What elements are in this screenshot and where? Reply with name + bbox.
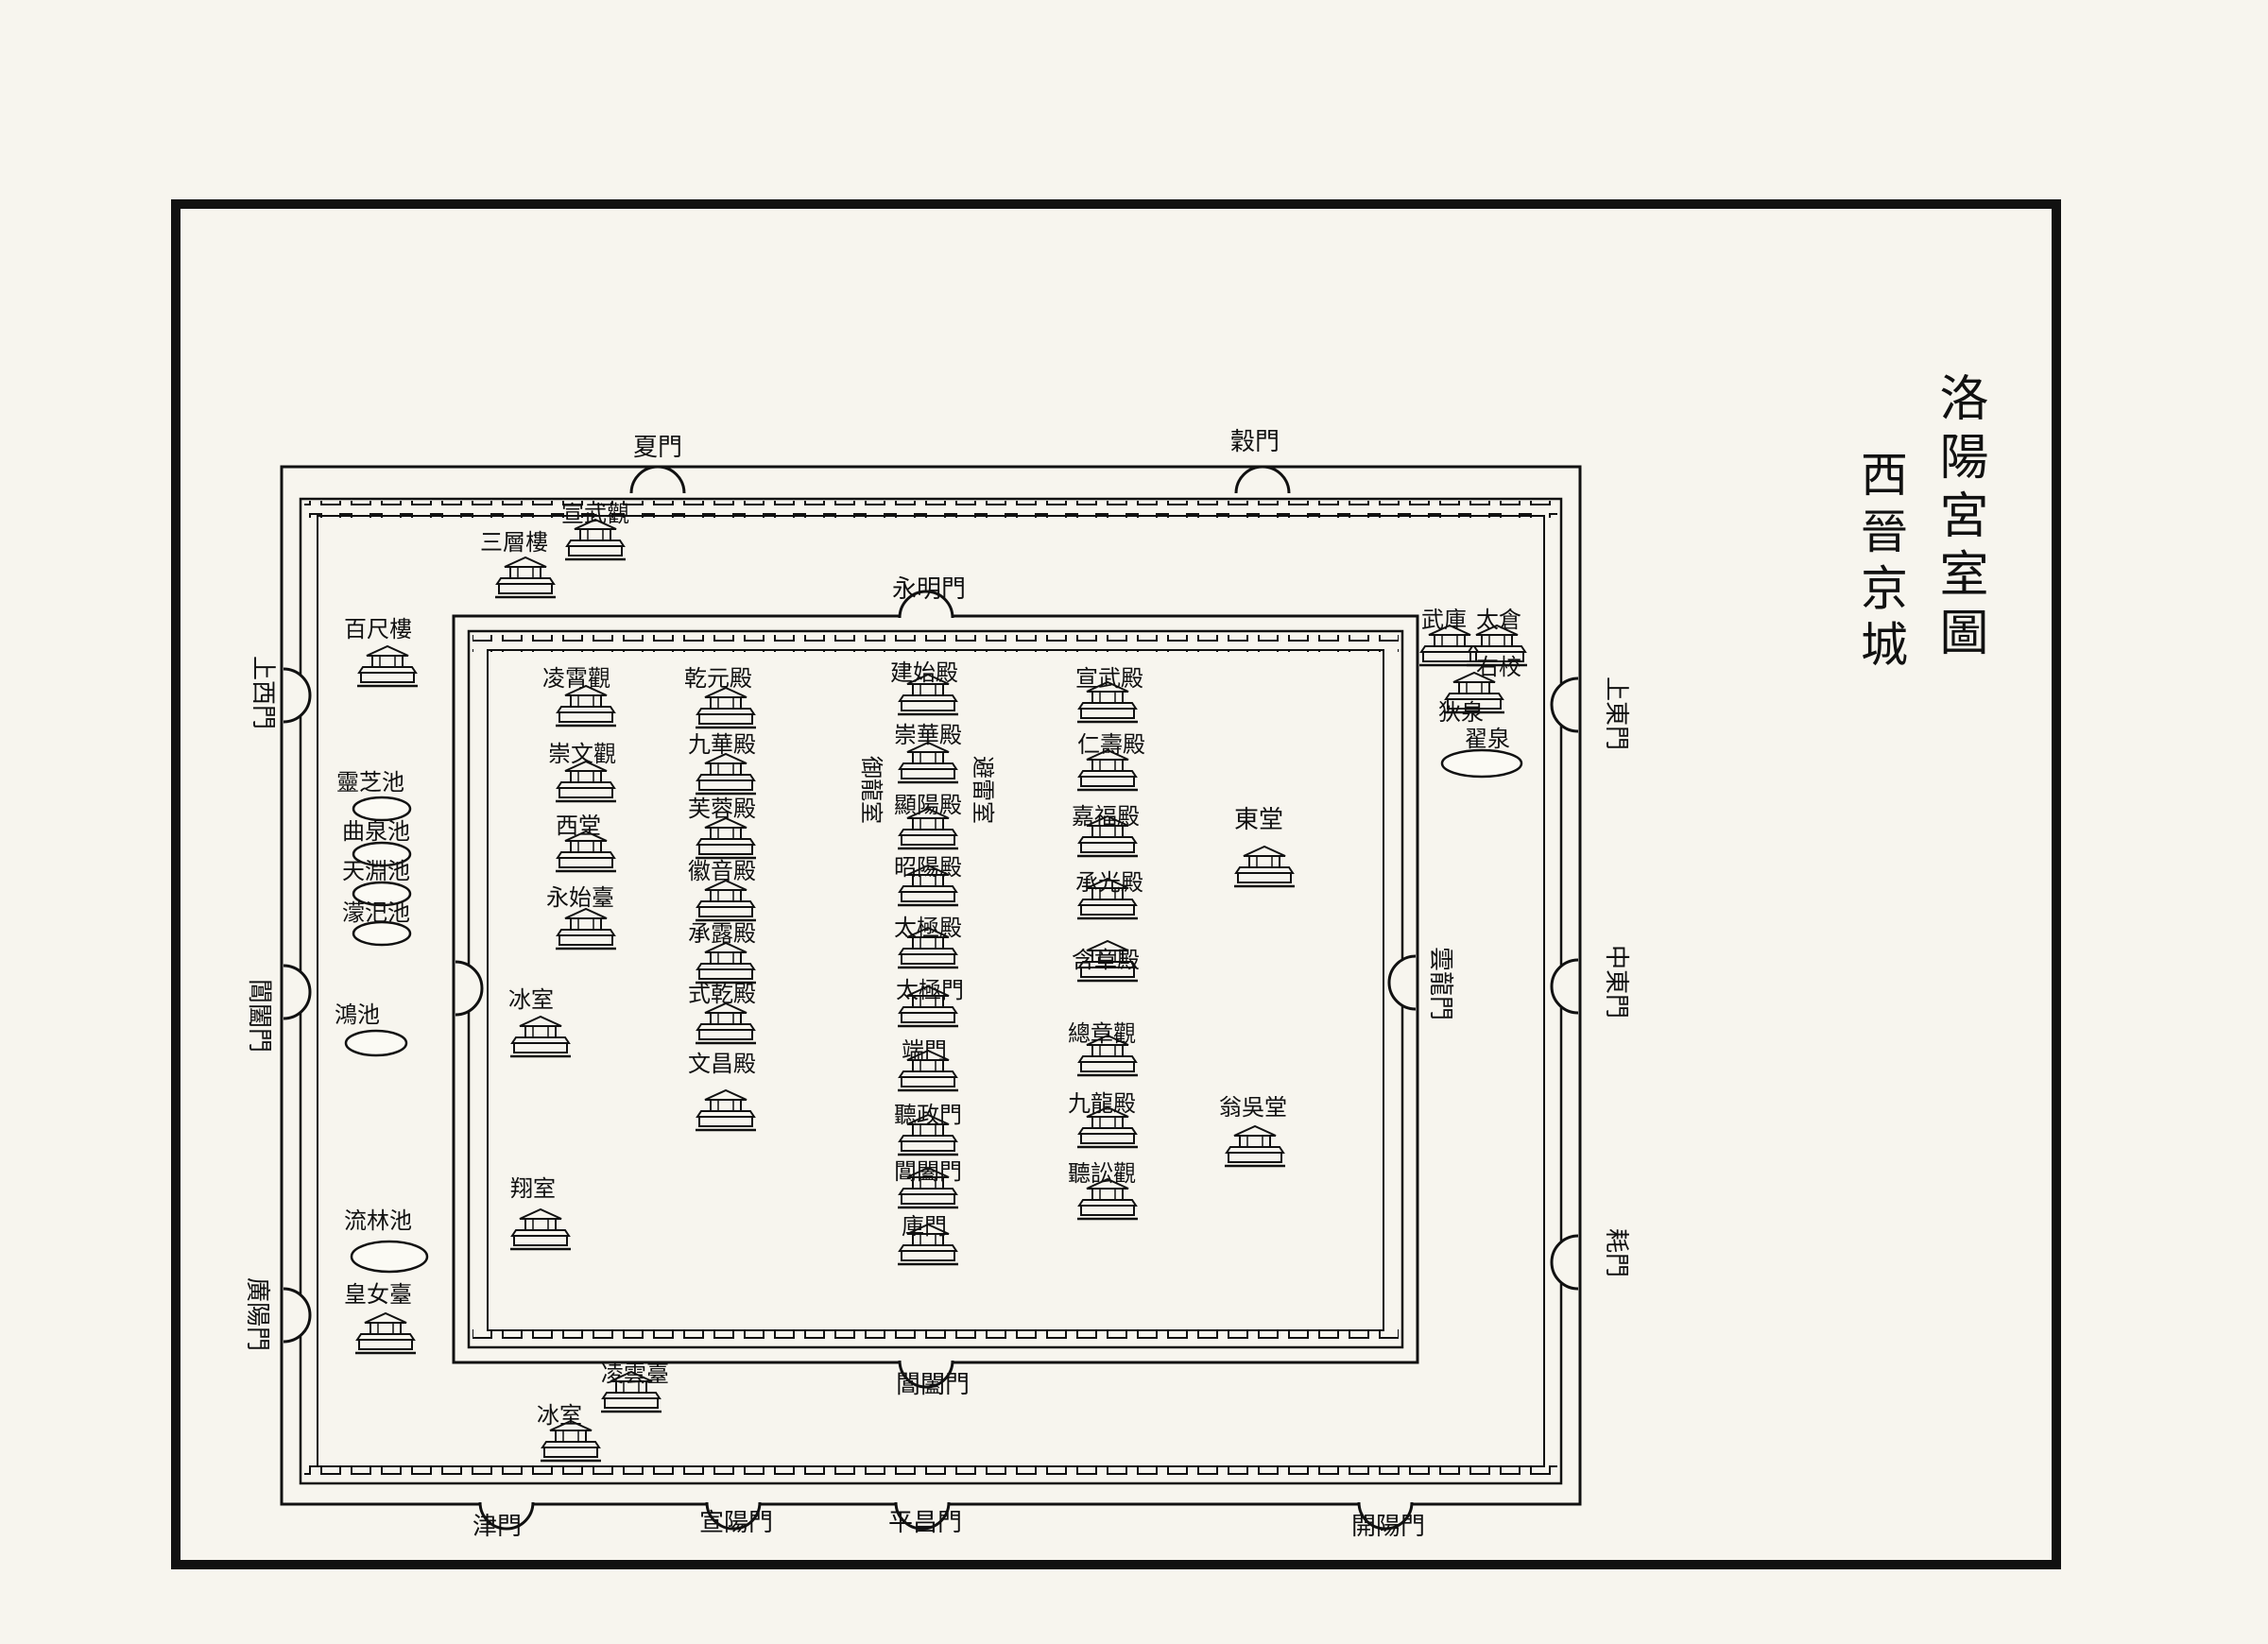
label-hong-chi: 鴻池 <box>335 1002 380 1028</box>
gate-label-gu: 穀門 <box>1230 428 1280 456</box>
palace-gate-yunlong: 雲龍門 <box>1426 947 1454 1020</box>
center-side-labels: 御龍室 避雷室 <box>858 756 996 824</box>
label-tingzheng-men: 聽政門 <box>894 1102 962 1128</box>
palace-gate-changhe: 閶闔門 <box>896 1371 970 1399</box>
label-wuku: 武庫 <box>1421 607 1467 633</box>
ponds <box>344 748 1523 1274</box>
label-taiji-men: 太極門 <box>896 977 964 1003</box>
label-liulin-chi: 流林池 <box>344 1207 412 1234</box>
label-ku-men: 庫門 <box>902 1213 947 1240</box>
label-duan-men: 端門 <box>902 1037 947 1064</box>
gate-label-guangyang: 廣陽門 <box>243 1277 271 1351</box>
label-bilei-shi: 避雷室 <box>970 756 996 824</box>
gate-label-changhe: 閶闔門 <box>245 979 273 1053</box>
gate-label-shangxi: 上西門 <box>249 656 277 729</box>
east-side-labels: 東堂 翁吳堂 <box>1219 806 1287 1121</box>
label-xianyang-dian: 顯陽殿 <box>894 792 962 818</box>
gate-label-hao: 耗門 <box>1602 1228 1630 1277</box>
label-diquan: 狄泉 <box>1438 699 1484 726</box>
label-chongwen-guan: 崇文觀 <box>548 741 616 767</box>
label-ququan-chi: 曲泉池 <box>342 818 410 845</box>
label-sanceng-lou: 三層樓 <box>480 529 548 556</box>
map-subtitle: 西晉京城 <box>1853 450 1908 676</box>
label-xuanwu-dian: 宣武殿 <box>1075 665 1143 692</box>
label-xi-tang: 西堂 <box>556 813 601 839</box>
label-dong-tang: 東堂 <box>1234 806 1283 834</box>
label-baichi-lou: 百尺樓 <box>344 616 412 642</box>
label-changhe-men-inner: 閶闔門 <box>894 1158 962 1185</box>
palace-gate-yongming: 永明門 <box>892 575 966 604</box>
label-chengguang-dian: 承光殿 <box>1075 869 1143 896</box>
gate-label-kaiyang: 開陽門 <box>1351 1513 1425 1541</box>
gate-label-jin: 津門 <box>472 1513 522 1541</box>
gate-label-xia: 夏門 <box>633 434 682 462</box>
pond-labels: 靈芝池 曲泉池 天淵池 濛汜池 鴻池 翟泉 流林池 <box>335 726 1510 1234</box>
outer-city-wall <box>280 465 1582 1506</box>
label-chonghua-dian: 崇華殿 <box>894 722 962 748</box>
column2-labels: 乾元殿 九華殿 芙蓉殿 徽音殿 承露殿 式乾殿 文昌殿 <box>684 665 756 1077</box>
gate-label-xuanyang: 宣陽門 <box>699 1509 773 1537</box>
label-chenglu-dian: 承露殿 <box>688 920 756 947</box>
label-wenchang-dian: 文昌殿 <box>688 1051 756 1077</box>
page-frame <box>171 199 2061 1569</box>
label-jiafu-dian: 嘉福殿 <box>1072 803 1140 830</box>
outer-gate-labels: 夏門 穀門 津門 宣陽門 平昌門 開陽門 上西門 閶闔門 廣陽門 上東門 中東門… <box>243 428 1630 1541</box>
label-lingxiao-guan: 凌霄觀 <box>542 665 610 692</box>
label-tianyuan-chi: 天淵池 <box>342 858 410 884</box>
label-tingsong-guan: 聽訟觀 <box>1068 1160 1136 1187</box>
label-hanzhang-dian: 含章殿 <box>1072 947 1140 973</box>
map-title: 洛陽宮室圖 <box>1931 372 1987 665</box>
gate-label-pingchang: 平昌門 <box>888 1509 962 1537</box>
label-lingzhi-chi: 靈芝池 <box>336 769 404 796</box>
label-huangnu-tai: 皇女臺 <box>344 1281 412 1308</box>
west-column-labels: 凌霄觀 崇文觀 西堂 永始臺 冰室 翔室 皇女臺 <box>344 665 616 1308</box>
between-wall-labels: 三層樓 宣武觀 百尺樓 太倉 武庫 右校 狄泉 凌雲臺 冰室 <box>344 501 1521 1429</box>
label-zhaoyang-dian: 昭陽殿 <box>894 854 962 881</box>
label-jiulong-dian: 九龍殿 <box>1068 1090 1136 1117</box>
label-xuanwu-guan: 宣武觀 <box>561 501 629 527</box>
column4-labels: 宣武殿 仁壽殿 嘉福殿 承光殿 含章殿 總章觀 九龍殿 聽訟觀 <box>1068 665 1145 1187</box>
label-yulong-shi: 御龍室 <box>858 756 885 824</box>
label-taicang: 太倉 <box>1476 607 1521 633</box>
label-huiyin-dian: 徽音殿 <box>688 858 756 884</box>
gate-label-shangdong: 上東門 <box>1602 676 1630 750</box>
label-yongshi-tai: 永始臺 <box>546 884 614 911</box>
label-taiji-dian: 太極殿 <box>894 915 962 941</box>
label-shiqian-dian: 式乾殿 <box>688 981 756 1007</box>
label-lingyun-tai: 凌雲臺 <box>601 1361 669 1387</box>
label-renshou-dian: 仁壽殿 <box>1077 731 1145 758</box>
label-qianyuan-dian: 乾元殿 <box>684 665 752 692</box>
center-axis-labels: 建始殿 崇華殿 顯陽殿 昭陽殿 太極殿 太極門 端門 聽政門 閶闔門 庫門 <box>890 659 964 1240</box>
label-furong-dian: 芙蓉殿 <box>688 796 756 822</box>
label-bingshi: 冰室 <box>508 986 554 1013</box>
label-xiang-shi: 翔室 <box>510 1175 556 1202</box>
label-jiuhua-dian: 九華殿 <box>688 731 756 758</box>
gate-label-zhongdong: 中東門 <box>1602 945 1630 1019</box>
label-jianshi-dian: 建始殿 <box>890 659 958 686</box>
palace-gate-labels: 永明門 閶闔門 雲龍門 <box>892 575 1454 1399</box>
label-mengsi-chi: 濛汜池 <box>342 899 410 926</box>
label-youxiao: 右校 <box>1476 654 1521 680</box>
label-diquan-pond: 翟泉 <box>1465 726 1510 752</box>
label-zongzhang-guan: 總章觀 <box>1068 1020 1136 1047</box>
label-wengwu-tang: 翁吳堂 <box>1219 1094 1287 1121</box>
label-bingshi-south: 冰室 <box>537 1402 582 1429</box>
